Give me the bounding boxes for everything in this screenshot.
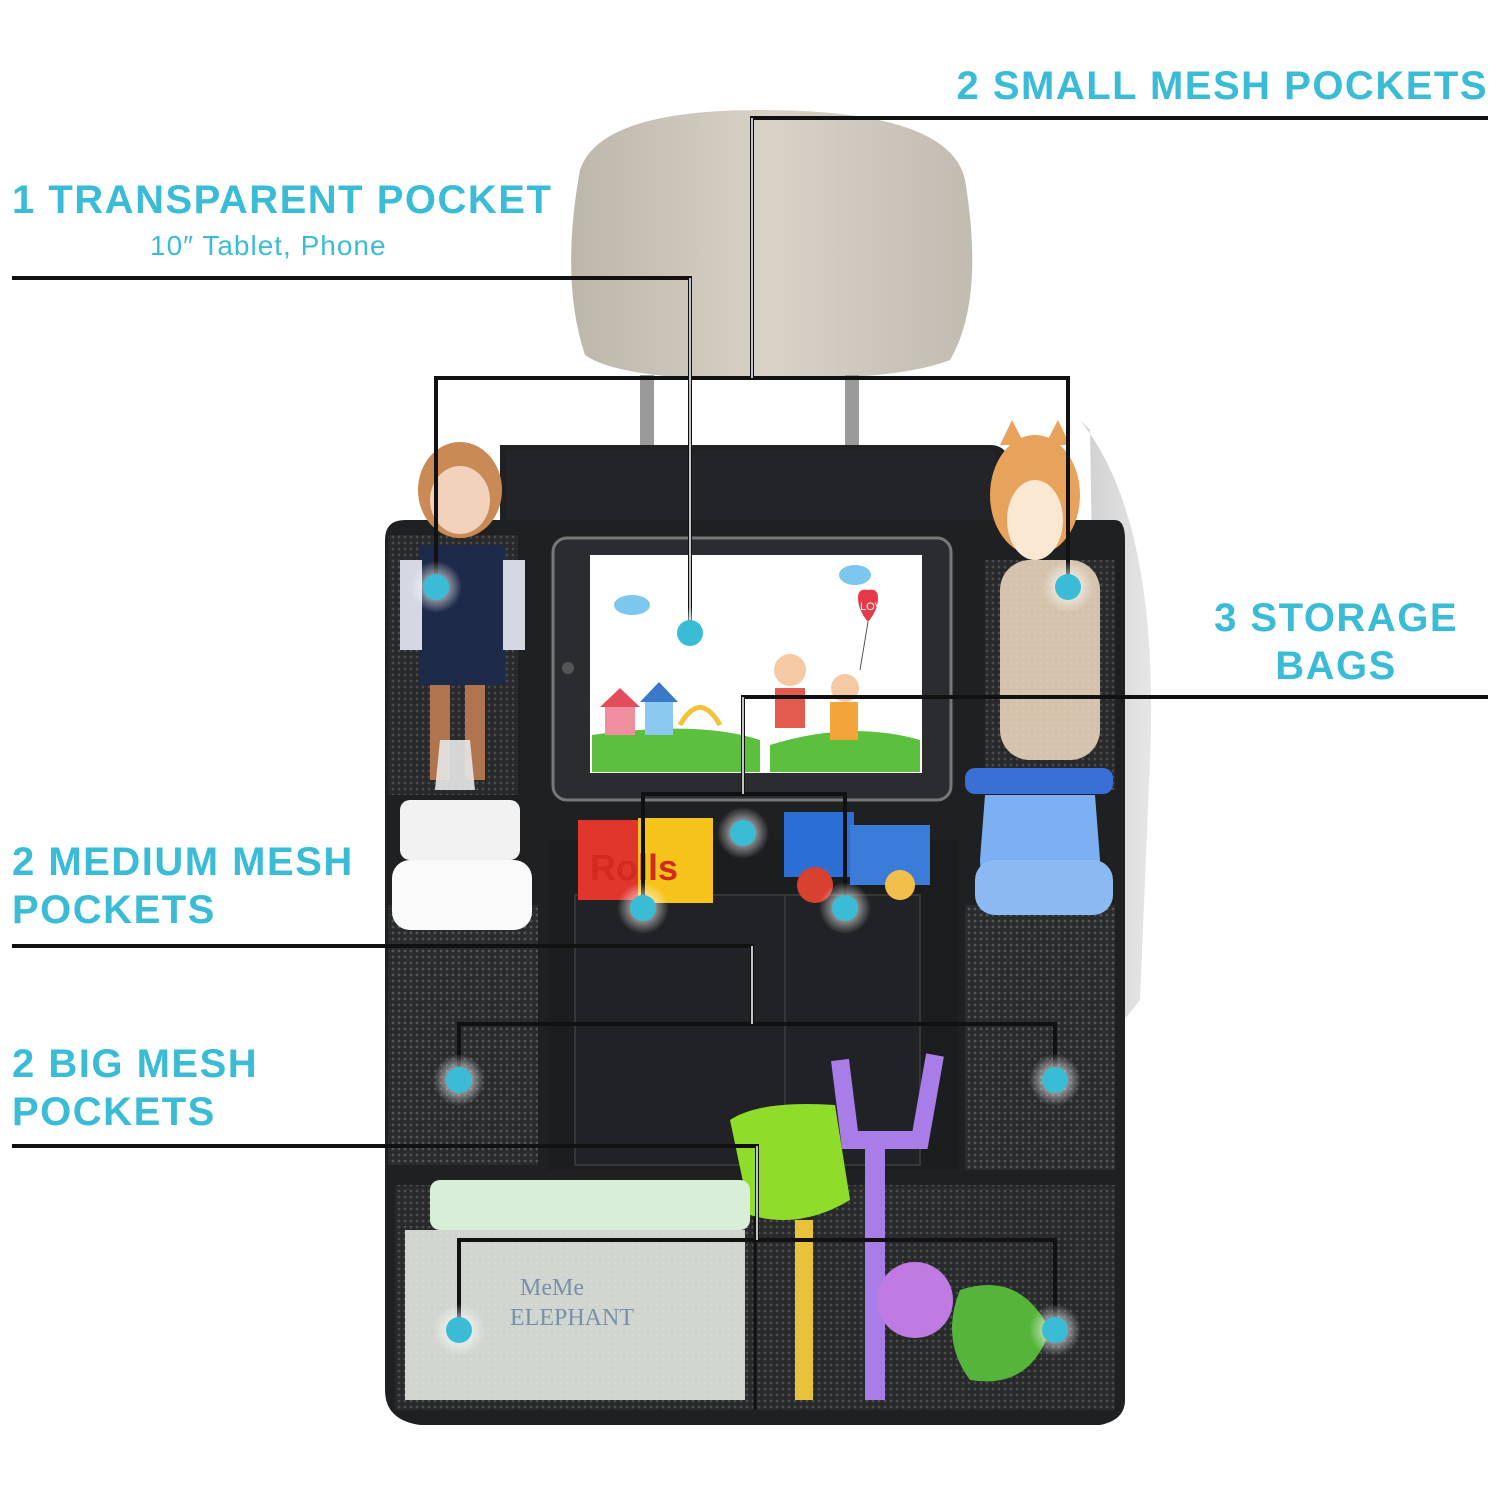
dot-icon <box>410 561 462 613</box>
snacks: Rolls <box>578 812 930 903</box>
callout-transparent-pocket: 1 TRANSPARENT POCKET <box>12 176 552 224</box>
doll <box>400 442 525 780</box>
callout-big-mesh-line2: POCKETS <box>12 1090 216 1134</box>
snack-brand: Rolls <box>590 847 678 888</box>
cat-plush <box>990 420 1100 760</box>
callout-medium-mesh-line2: POCKETS <box>12 888 216 932</box>
dot-icon <box>1029 1304 1081 1356</box>
tablet: LOVE <box>551 536 953 802</box>
callout-transparent-title: 1 TRANSPARENT POCKET <box>12 178 553 222</box>
callout-small-mesh-pockets: 2 SMALL MESH POCKETS <box>956 62 1488 110</box>
dot-icon <box>1029 1054 1081 1106</box>
headrest <box>571 110 973 445</box>
callout-medium-mesh-pockets: 2 MEDIUM MESH POCKETS <box>12 838 354 934</box>
wipes-brand-line1: MeMe <box>520 1275 584 1301</box>
callout-storage-line2: BAGS <box>1275 644 1397 688</box>
dot-icon <box>1042 561 1094 613</box>
callout-big-mesh-line1: 2 BIG MESH <box>12 1042 259 1086</box>
leader-storage-bracket <box>641 792 847 906</box>
sippy-cup <box>965 768 1113 915</box>
dot-icon <box>617 882 669 934</box>
dot-icon <box>664 607 716 659</box>
dot-icon <box>433 1054 485 1106</box>
leader-medium-mesh-bracket <box>457 1022 1057 1080</box>
callout-small-mesh-title: 2 SMALL MESH POCKETS <box>956 64 1488 108</box>
callout-big-mesh-pockets: 2 BIG MESH POCKETS <box>12 1040 258 1136</box>
callout-storage-line1: 3 STORAGE <box>1214 596 1458 640</box>
balloon-text: LOVE <box>860 601 889 613</box>
callout-transparent-subtitle: 10″ Tablet, Phone <box>150 230 387 261</box>
sand-toys <box>730 1053 1050 1400</box>
callout-medium-mesh-line1: 2 MEDIUM MESH <box>12 840 354 884</box>
dot-icon <box>433 1304 485 1356</box>
callout-dots <box>410 561 1094 1356</box>
wipes-brand-line2: ELEPHANT <box>510 1305 634 1331</box>
dot-icon <box>717 807 769 859</box>
dot-icon <box>819 882 871 934</box>
wipes-pack: MeMe ELEPHANT <box>405 1180 750 1400</box>
callout-storage-bags: 3 STORAGE BAGS <box>1214 594 1458 690</box>
baby-bottle <box>392 740 532 930</box>
